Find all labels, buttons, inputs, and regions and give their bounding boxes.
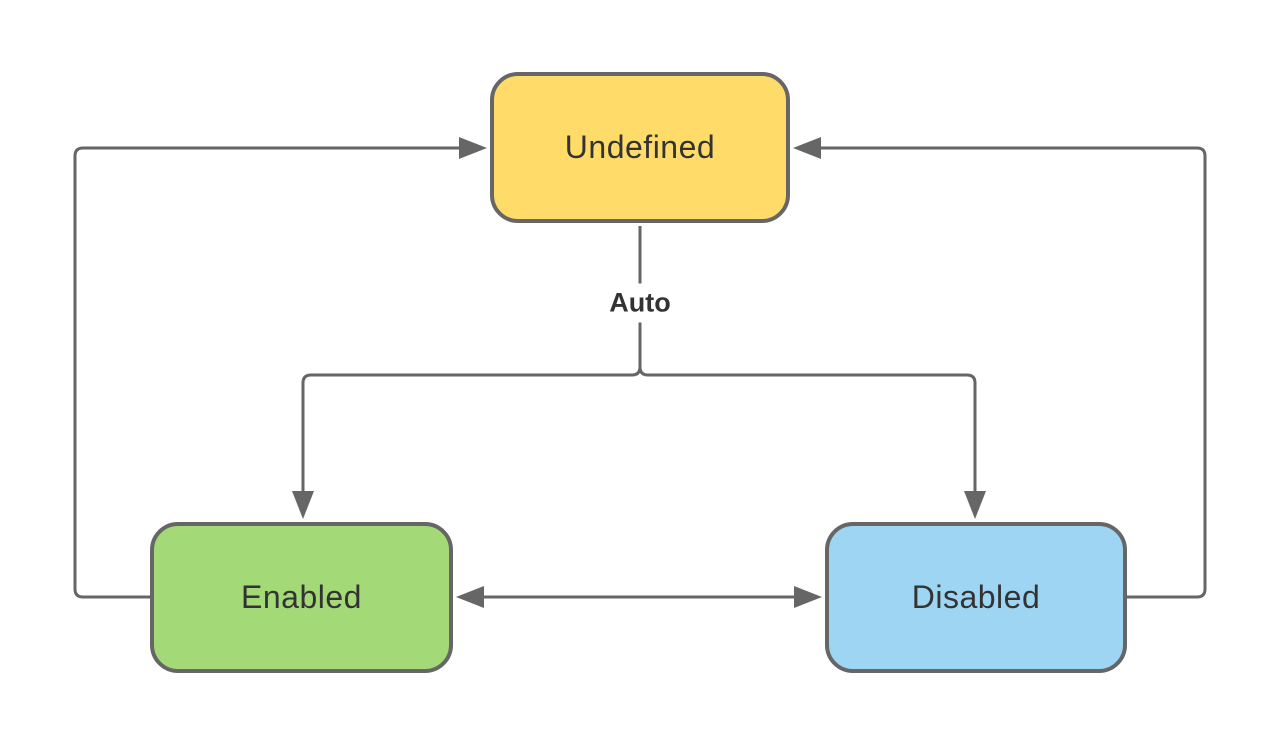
edge-enabled-to-undefined	[73, 146, 462, 599]
arrowhead-into-disabled-top	[964, 491, 986, 519]
node-disabled[interactable]: Disabled	[825, 522, 1127, 673]
edge-auto-to-disabled	[638, 226, 977, 492]
arrowhead-into-enabled-top	[292, 491, 314, 519]
edge-disabled-to-undefined	[818, 146, 1207, 599]
node-enabled[interactable]: Enabled	[150, 522, 453, 673]
arrowhead-into-undefined-right	[793, 137, 821, 159]
node-disabled-label: Disabled	[911, 579, 1041, 615]
node-undefined-label: Undefined	[564, 129, 716, 165]
node-undefined[interactable]: Undefined	[490, 72, 790, 223]
node-enabled-label: Enabled	[241, 579, 362, 615]
edge-auto-to-enabled	[301, 226, 642, 492]
arrowhead-into-enabled-right	[456, 586, 484, 608]
arrowhead-into-undefined-left	[459, 137, 487, 159]
edge-label-auto: Auto	[601, 283, 679, 323]
arrowhead-into-disabled-left	[794, 586, 822, 608]
